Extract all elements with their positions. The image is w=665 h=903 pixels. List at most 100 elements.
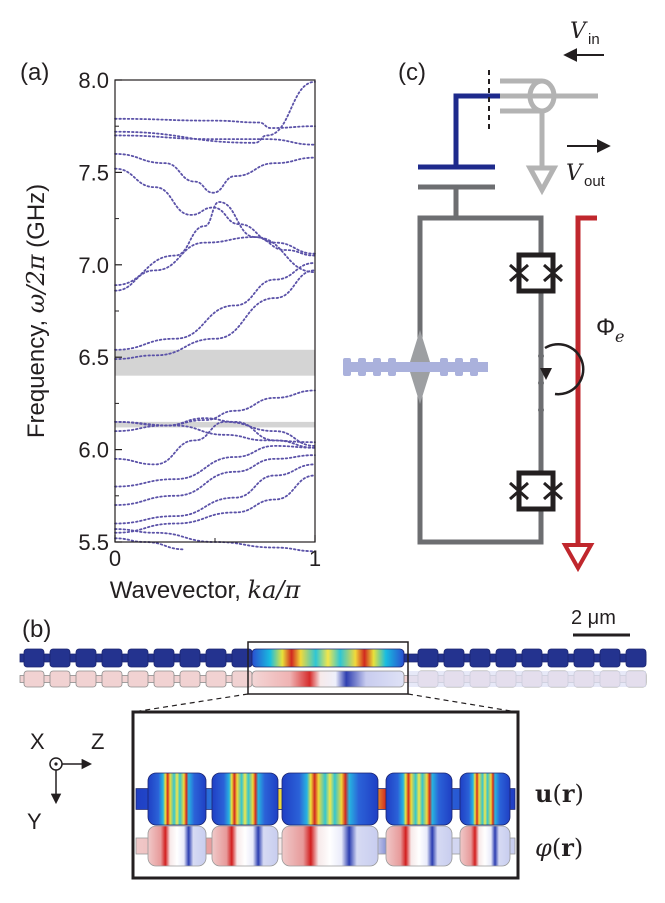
svg-text:Φ: Φ [596,314,615,341]
band-13 [114,445,316,488]
y-tick-label: 7.5 [78,160,109,185]
v-in-label: V in [563,19,604,62]
phi-cell [205,670,227,688]
band-8 [114,269,316,360]
svg-text:out: out [584,173,606,190]
u-field-label: u(r) [535,779,584,808]
v-out-label: V out [566,139,611,190]
flux-line [575,215,597,545]
junction-ellipsis [538,353,544,413]
band-9 [114,389,316,427]
zoom-u-cell [211,772,279,826]
displacement-strip [19,648,647,668]
zoom-phi-cell [459,825,511,867]
band-7 [114,262,316,351]
circuit-loop [417,187,544,545]
u-cell [179,648,201,668]
phi-cell [127,670,149,688]
band-4 [114,167,316,255]
zoom-u-cell [459,772,511,826]
coax-connector [500,78,598,196]
feedline [418,93,500,170]
phi-cell [231,670,253,688]
svg-text:V: V [566,161,584,186]
band-5 [114,201,316,287]
svg-text:e: e [615,327,624,346]
circuit-schematic: (c) V in V out [343,19,624,573]
u-cell [101,648,123,668]
phi-right-tint [408,671,646,687]
phi-cell [101,670,123,688]
resonator-coupler [343,330,488,404]
u-cell [469,648,491,668]
josephson-junction-bottom [509,470,563,512]
zoom-potential [135,825,516,867]
y-tick-label: 8.0 [78,68,109,93]
y-tick-label: 6.0 [78,438,109,463]
u-cell [625,648,647,668]
zoom-phi-cell [281,825,379,867]
phi-cell [153,670,175,688]
u-cell [417,648,439,668]
u-cell [231,648,253,668]
u-cell [443,648,465,668]
u-cell [547,648,569,668]
x-tick-label: 0 [109,546,121,571]
y-tick-label: 7.0 [78,253,109,278]
zoom-u-cell [385,772,453,826]
zoom-region-box [247,641,409,695]
band-12 [114,420,316,466]
band-18 [114,537,186,551]
y-tick-label: 5.5 [78,530,109,555]
phi-cell [23,670,45,688]
zoom-u-cell [147,772,207,826]
phi-cell [49,670,71,688]
band-gap-group [115,349,315,428]
zoom-phi-cell [147,825,207,867]
x-axis-label: Wavevector, ka/π [110,576,302,604]
device-simulation: (b) 2 μm X Z Y u(r) φ(r) [19,607,647,880]
scale-bar: 2 μm [571,607,630,637]
band-11 [114,417,316,449]
plot-frame [114,79,316,543]
panel-label-a: (a) [20,59,49,86]
band-6 [114,236,316,292]
svg-text:Y: Y [27,809,42,834]
svg-text:X: X [30,729,45,754]
u-cell [495,648,517,668]
y-axis-ticks: 5.5 6.0 6.5 7.0 7.5 8.0 [78,68,122,555]
band-2 [114,134,316,146]
u-defect-region [251,648,405,668]
panel-label-c: (c) [398,59,426,86]
potential-strip [19,670,647,688]
panel-label-b: (b) [22,616,51,643]
u-cell [521,648,543,668]
band-1 [114,117,316,129]
u-cell [573,648,595,668]
svg-text:2 μm: 2 μm [571,607,616,629]
flux-label: Φ e [596,314,624,346]
zoom-u-cell [281,772,379,826]
phi-cell [179,670,201,688]
u-cell [599,648,621,668]
u-cell [205,648,227,668]
svg-text:Z: Z [91,729,104,754]
band-series-group [114,80,316,553]
y-axis-label: Frequency, ω/2π (GHz) [22,184,50,438]
u-cell [127,648,149,668]
flux-arrow [544,343,585,396]
zoom-phi-cell [211,825,279,867]
band-14 [114,454,316,506]
band-15 [114,463,316,525]
band-0 [114,80,316,144]
josephson-junction-top [509,252,563,294]
u-cell [23,648,45,668]
y-tick-label: 6.5 [78,345,109,370]
phi-defect-region [251,670,405,688]
u-cell [49,648,71,668]
phi-field-label: φ(r) [535,833,583,862]
zoom-phi-cell [385,825,453,867]
phi-cell [75,670,97,688]
band-3 [114,153,316,194]
